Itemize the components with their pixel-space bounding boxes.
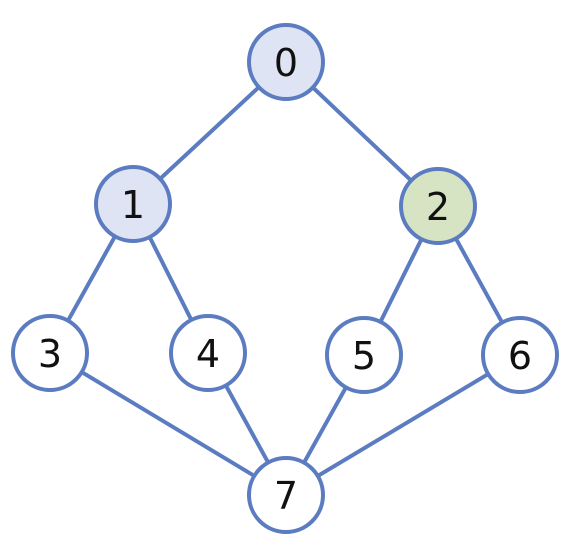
edge-6-7 [284,353,522,497]
node-0-circle [247,23,325,101]
node-0: 0 [247,23,325,101]
edge-3-7 [48,351,288,497]
node-5-label: 5 [352,334,376,378]
node-6: 6 [481,316,559,394]
node-3-label: 3 [38,332,62,376]
node-5-circle [325,316,403,394]
nodes-layer: 0 1 2 3 4 5 6 7 [11,23,559,534]
node-6-circle [481,316,559,394]
node-4: 4 [169,314,247,392]
node-7-label: 7 [274,474,298,518]
edges-layer [48,60,522,497]
node-4-label: 4 [196,332,220,376]
node-1-circle [94,165,172,243]
node-0-label: 0 [274,41,298,85]
node-2: 2 [399,167,477,245]
node-2-circle [399,167,477,245]
node-3: 3 [11,314,89,392]
node-7-circle [247,456,325,534]
node-1: 1 [94,165,172,243]
node-6-label: 6 [508,334,532,378]
node-4-circle [169,314,247,392]
node-2-label: 2 [426,185,450,229]
node-7: 7 [247,456,325,534]
node-3-circle [11,314,89,392]
node-1-label: 1 [121,183,145,227]
node-5: 5 [325,316,403,394]
